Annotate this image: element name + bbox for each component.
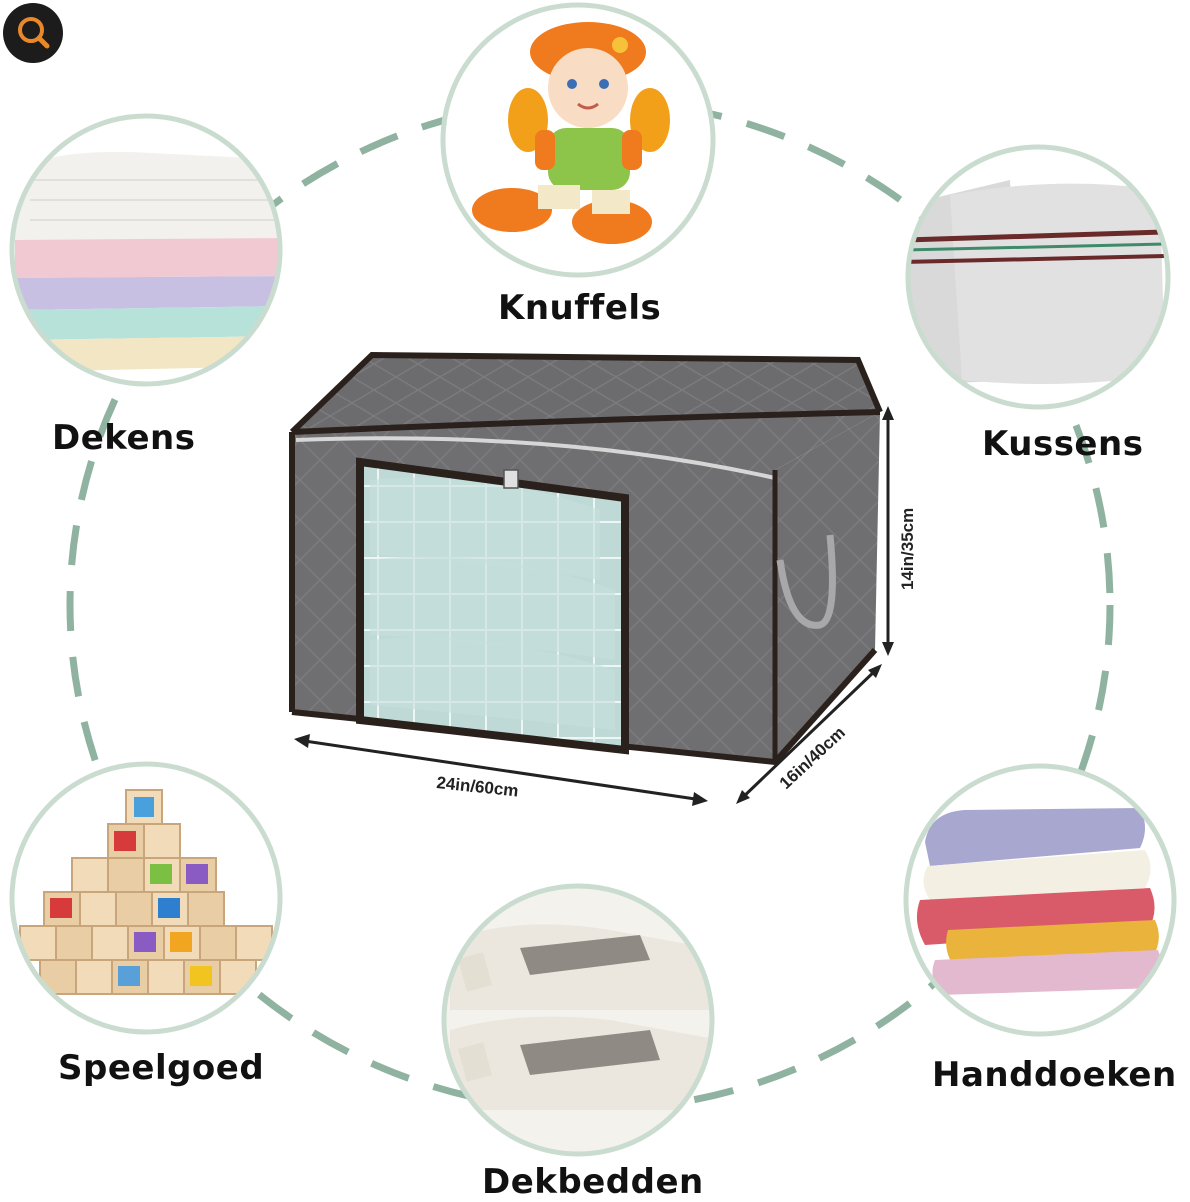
magnifier-icon xyxy=(18,17,50,49)
pillows-photo xyxy=(908,147,1168,407)
toy-blocks-photo xyxy=(12,764,280,1032)
duvets-photo xyxy=(444,886,712,1154)
label-knuffels: Knuffels xyxy=(498,288,662,328)
dimension-height-label: 14in/35cm xyxy=(898,508,917,590)
zoom-button[interactable] xyxy=(3,3,63,63)
dimension-height: 14in/35cm xyxy=(882,406,917,656)
category-circle-dekens xyxy=(9,113,283,387)
box-window xyxy=(356,457,629,755)
dimension-width-label: 24in/60cm xyxy=(436,773,520,800)
label-dekens: Dekens xyxy=(52,418,196,458)
zipper-pull xyxy=(503,469,519,489)
doll-photo xyxy=(443,5,713,275)
storage-box-product: 24in/60cm 16in/40cm 14in/35cm xyxy=(289,351,917,806)
category-circle-handdoeken xyxy=(903,763,1177,1037)
category-circle-knuffels xyxy=(440,2,716,278)
label-handdoeken: Handdoeken xyxy=(932,1055,1177,1095)
box-side xyxy=(772,412,880,762)
blankets-photo xyxy=(12,116,280,384)
label-dekbedden: Dekbedden xyxy=(482,1162,704,1202)
box-handle xyxy=(776,534,836,629)
category-circle-dekbedden xyxy=(441,883,715,1157)
category-circle-kussens xyxy=(905,144,1171,410)
box-lid xyxy=(296,355,880,432)
towels-photo xyxy=(906,766,1174,1034)
category-circle-speelgoed xyxy=(9,761,283,1035)
label-kussens: Kussens xyxy=(982,424,1144,464)
label-speelgoed: Speelgoed xyxy=(58,1048,265,1088)
